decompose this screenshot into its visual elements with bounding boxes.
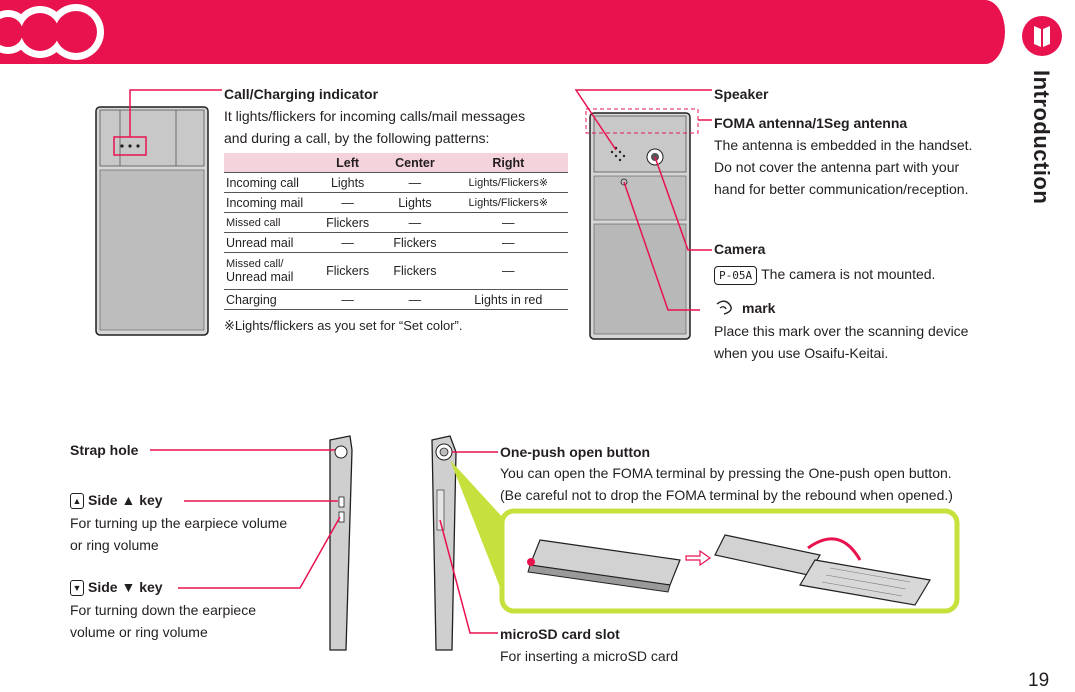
microsd-desc: For inserting a microSD card [500,648,679,664]
header-banner [0,0,1005,64]
table-header-row: Left Center Right [224,153,568,173]
arrow-icon [685,549,712,567]
table-row: Incoming call Lights — Lights/Flickers※ [224,172,568,193]
beginner-mark-icon [1022,16,1062,56]
side-down-key-title: ▼Side ▼ key [70,579,163,597]
table-row: Unread mail — Flickers — [224,232,568,253]
rotation-arrow-icon [807,537,862,561]
phone-side-left-illustration [431,435,457,651]
antenna-desc: The antenna is embedded in the handset. … [714,137,973,197]
felica-mark-icon [716,300,732,315]
phone-side-right-illustration [329,435,353,651]
col-center: Center [381,153,449,173]
col-right: Right [448,153,568,173]
antenna-title: FOMA antenna/1Seg antenna [714,115,908,131]
call-indicator-desc: It lights/flickers for incoming calls/ma… [224,108,526,146]
table-row: Missed call Flickers — — [224,212,568,233]
side-down-key-desc: For turning down the earpiece volume or … [70,602,256,640]
table-row: Missed call/ Unread mail Flickers Flicke… [224,252,568,290]
camera-title: Camera [714,241,766,257]
felica-desc: Place this mark over the scanning device… [714,323,969,361]
one-push-desc: You can open the FOMA terminal by pressi… [500,465,953,503]
phone-open-illustration [714,534,931,606]
table-row: Incoming mail — Lights Lights/Flickers※ [224,192,568,213]
phone-closed-illustration [527,539,681,593]
phone-front-illustration [95,106,209,336]
up-key-icon: ▲ [70,493,84,510]
light-pattern-table: Left Center Right Incoming call Lights —… [224,153,568,310]
table-footnote: ※Lights/flickers as you set for “Set col… [224,318,463,333]
call-indicator-title: Call/Charging indicator [224,86,379,102]
table-row: Charging — — Lights in red [224,289,568,310]
one-push-title: One-push open button [500,444,651,460]
side-up-key-desc: For turning up the earpiece volume or ri… [70,515,288,553]
antenna-area [585,108,699,134]
felica-title: mark [714,300,775,316]
microsd-title: microSD card slot [500,626,620,642]
model-badge: P-05A [714,266,758,285]
side-up-key-title: ▲Side ▲ key [70,492,163,510]
phone-back-illustration [585,108,699,340]
page-number: 19 [1028,670,1050,691]
col-left: Left [314,153,382,173]
highlight-wedge [450,460,505,600]
speaker-title: Speaker [714,86,769,102]
strap-hole-title: Strap hole [70,442,139,458]
down-key-icon: ▼ [70,580,84,597]
